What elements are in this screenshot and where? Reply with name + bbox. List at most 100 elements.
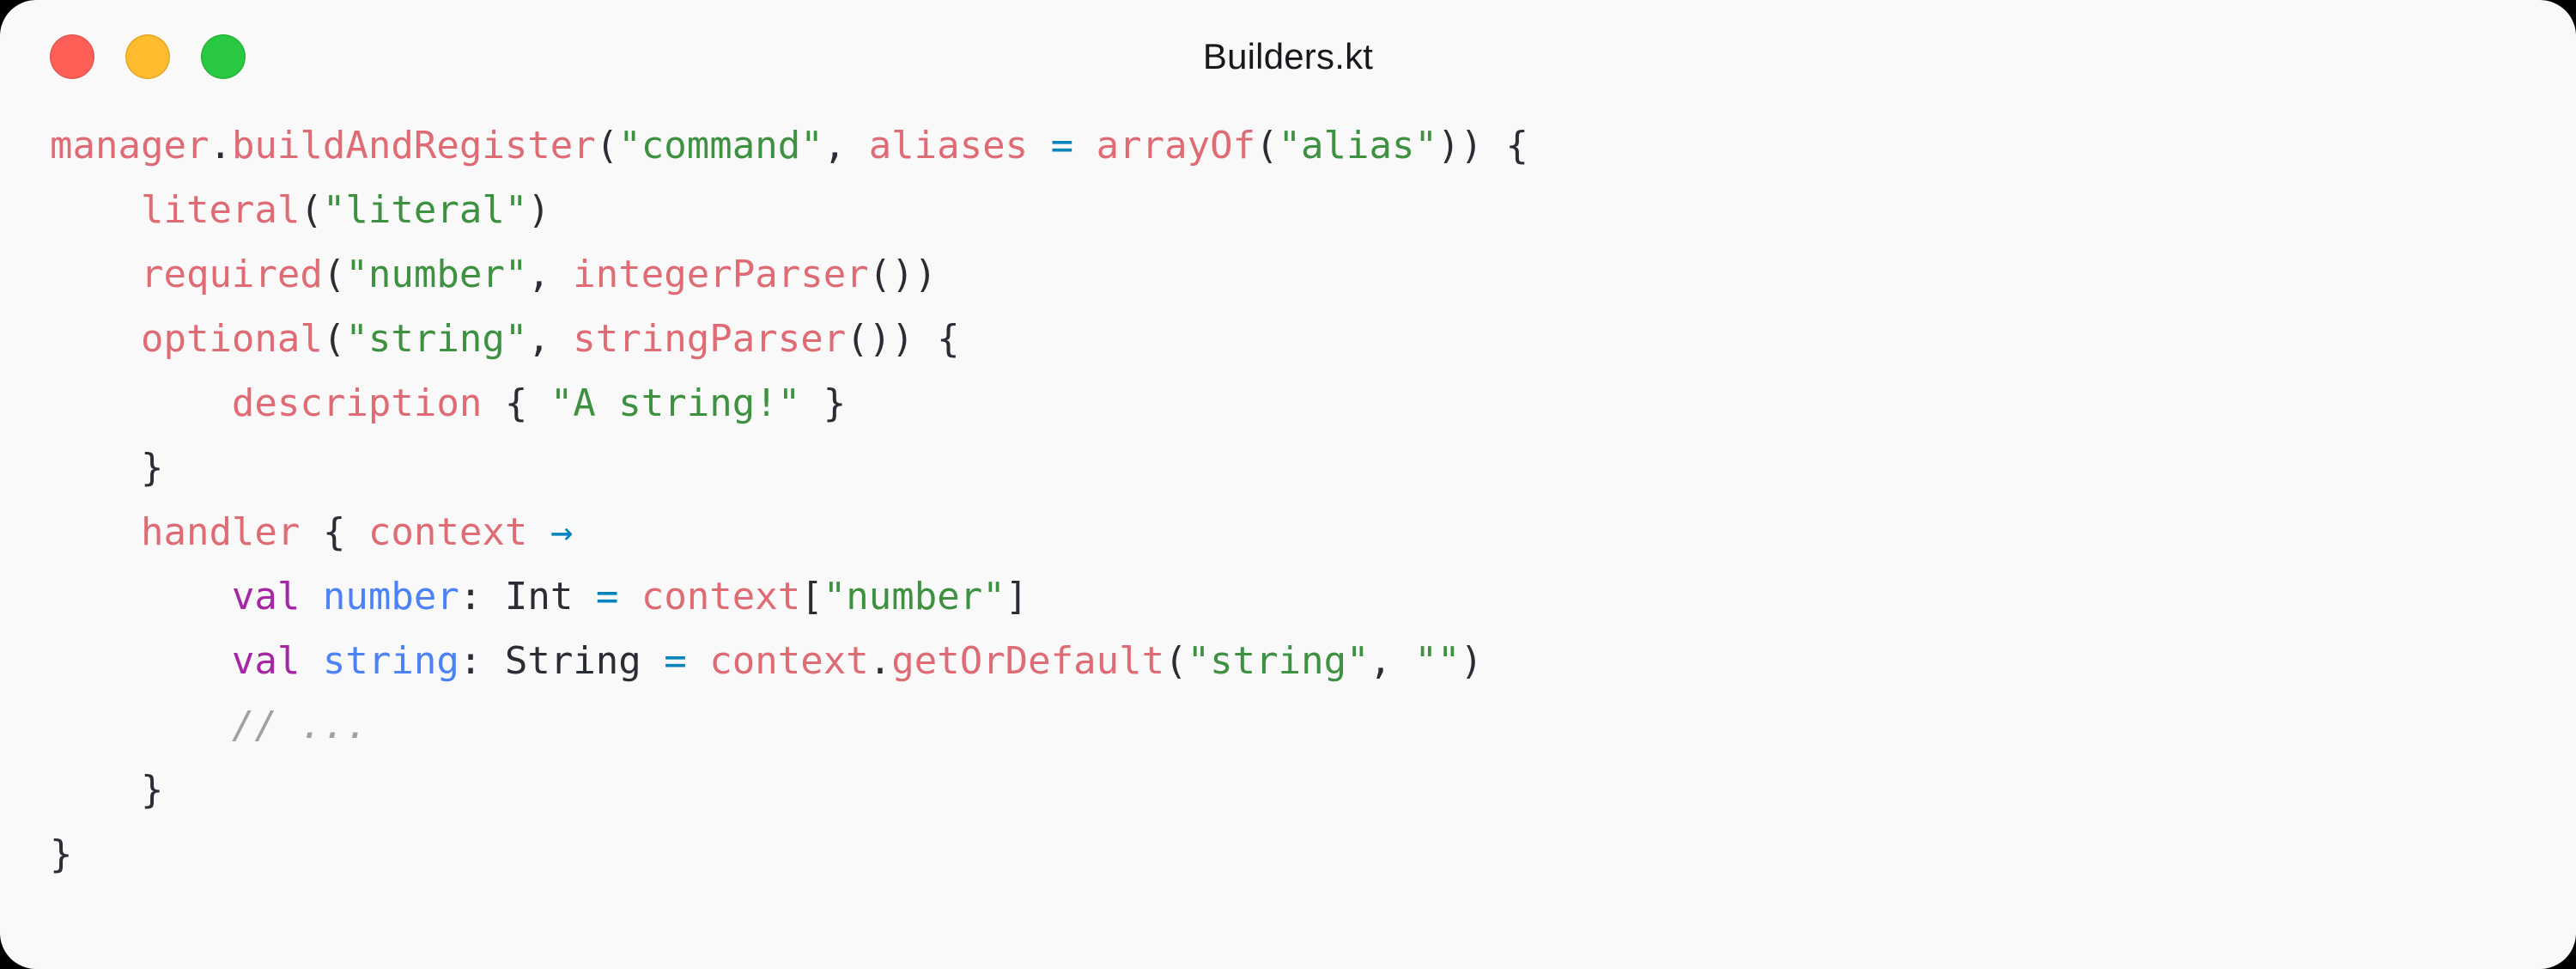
code-token-comment: // ... — [231, 704, 368, 747]
minimize-window-button[interactable] — [125, 34, 170, 79]
code-token-punct — [618, 575, 641, 619]
code-token-op: = — [1050, 124, 1074, 168]
code-line: // ... — [50, 693, 2576, 758]
code-token-punct — [300, 639, 323, 683]
code-indent — [50, 510, 141, 554]
code-indent — [50, 446, 141, 490]
code-token-str: "literal" — [322, 188, 528, 232]
code-token-str: "A string!" — [550, 381, 801, 425]
window-title: Builders.kt — [1202, 36, 1374, 76]
code-token-punct: : — [459, 639, 505, 683]
code-indent — [50, 253, 141, 296]
code-indent — [50, 704, 232, 747]
code-line: val number: Int = context["number"] — [50, 564, 2576, 629]
code-line: description { "A string!" } — [50, 371, 2576, 436]
code-token-str: "alias" — [1278, 124, 1437, 168]
code-token-fn: required — [140, 253, 323, 296]
code-indent — [50, 317, 141, 361]
code-token-punct: : — [459, 575, 505, 619]
code-token-punct: ( — [1164, 639, 1188, 683]
code-indent — [50, 188, 141, 232]
code-token-punct: ( — [322, 253, 346, 296]
code-token-type: Int — [504, 575, 574, 619]
code-token-str: "string" — [1187, 639, 1370, 683]
code-token-punct: , — [823, 124, 869, 168]
code-token-fn: integerParser — [573, 253, 869, 296]
close-window-button[interactable] — [50, 34, 94, 79]
code-token-fn: context — [641, 575, 801, 619]
code-token-str: "" — [1414, 639, 1461, 683]
code-token-punct: { — [300, 510, 368, 554]
code-token-punct: ( — [1255, 124, 1279, 168]
code-token-punct — [687, 639, 710, 683]
code-token-fn: context — [368, 510, 528, 554]
window-titlebar: Builders.kt — [0, 0, 2576, 113]
code-token-var: number — [322, 575, 459, 619]
code-token-type: String — [504, 639, 641, 683]
code-block: manager.buildAndRegister("command", alia… — [0, 113, 2576, 887]
code-token-str: "command" — [618, 124, 823, 168]
code-token-str: "number" — [823, 575, 1005, 619]
code-token-fn: manager — [50, 124, 210, 168]
traffic-light-group — [50, 0, 246, 113]
code-token-punct — [641, 639, 665, 683]
code-token-punct — [1028, 124, 1051, 168]
code-token-punct: ( — [300, 188, 323, 232]
code-token-punct: ) — [1460, 639, 1484, 683]
code-token-punct: } — [140, 446, 164, 490]
code-token-op: = — [595, 575, 619, 619]
code-token-kw: val — [231, 575, 301, 619]
code-token-fn: getOrDefault — [891, 639, 1165, 683]
maximize-window-button[interactable] — [201, 34, 246, 79]
code-indent — [50, 639, 232, 683]
code-line: handler { context → — [50, 500, 2576, 564]
code-line: } — [50, 436, 2576, 500]
code-token-punct — [1073, 124, 1097, 168]
code-token-var: string — [322, 639, 459, 683]
code-token-punct: , — [527, 317, 574, 361]
code-token-fn: stringParser — [573, 317, 847, 361]
code-token-punct: ( — [595, 124, 619, 168]
code-token-punct — [300, 575, 323, 619]
code-indent — [50, 381, 232, 425]
code-token-fn: literal — [140, 188, 301, 232]
code-token-str: "string" — [345, 317, 528, 361]
code-token-punct: ()) { — [846, 317, 960, 361]
code-token-fn: buildAndRegister — [231, 124, 596, 168]
code-token-fn: handler — [140, 510, 301, 554]
code-token-punct — [573, 575, 596, 619]
code-token-fn: description — [231, 381, 483, 425]
code-line: val string: String = context.getOrDefaul… — [50, 629, 2576, 693]
code-token-punct: )) { — [1437, 124, 1528, 168]
code-line: literal("literal") — [50, 178, 2576, 242]
code-token-punct: { — [482, 381, 550, 425]
code-line: } — [50, 758, 2576, 822]
code-token-op: → — [550, 510, 574, 554]
code-token-str: "number" — [345, 253, 528, 296]
code-token-punct — [527, 510, 550, 554]
code-token-punct: , — [527, 253, 574, 296]
code-line: optional("string", stringParser()) { — [50, 307, 2576, 371]
code-token-punct: } — [50, 832, 73, 876]
code-token-punct: ) — [527, 188, 550, 232]
code-token-fn: arrayOf — [1096, 124, 1256, 168]
code-token-punct: } — [140, 768, 164, 812]
code-token-fn: optional — [140, 317, 323, 361]
code-line: } — [50, 822, 2576, 887]
code-token-punct: . — [868, 639, 892, 683]
code-line: manager.buildAndRegister("command", alia… — [50, 113, 2576, 178]
code-token-punct: ] — [1005, 575, 1029, 619]
code-indent — [50, 768, 141, 812]
code-indent — [50, 575, 232, 619]
code-line: required("number", integerParser()) — [50, 242, 2576, 307]
code-token-punct: } — [800, 381, 847, 425]
code-token-op: = — [664, 639, 687, 683]
code-token-kw: val — [231, 639, 301, 683]
code-token-punct: ( — [322, 317, 346, 361]
code-token-fn: aliases — [868, 124, 1029, 168]
code-token-punct: ()) — [868, 253, 938, 296]
code-token-punct: , — [1369, 639, 1415, 683]
code-token-punct: . — [209, 124, 232, 168]
code-token-fn: context — [709, 639, 869, 683]
